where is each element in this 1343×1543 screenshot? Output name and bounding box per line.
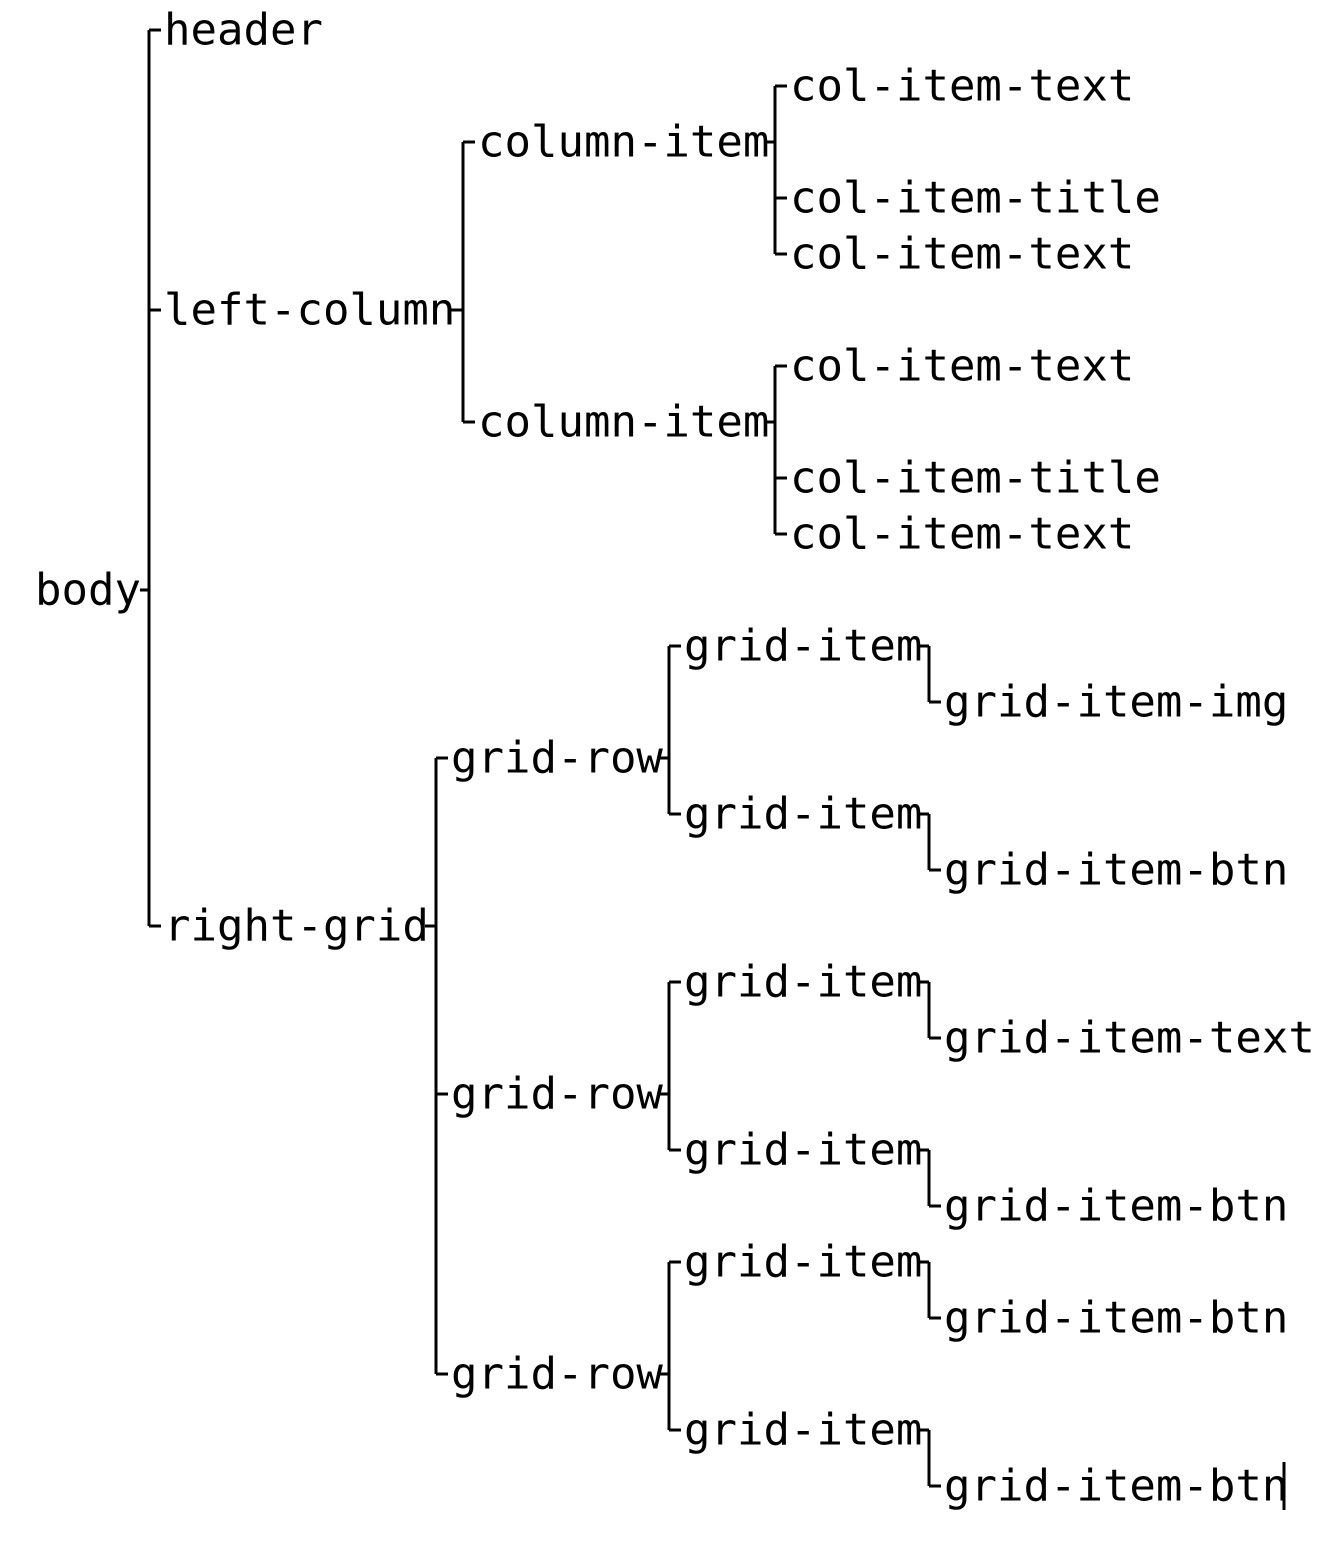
- tree-node-column-item: column-item: [478, 397, 769, 448]
- tree-node-col-item-title: col-item-title: [790, 173, 1161, 224]
- tree-node-grid-item: grid-item: [684, 957, 922, 1008]
- tree-node-grid-item: grid-item: [684, 789, 922, 840]
- tree-node-column-item: column-item: [478, 117, 769, 168]
- tree-nodes: body header left-column column-item col-item…: [35, 5, 1315, 1512]
- tree-node-grid-row: grid-row: [451, 733, 663, 784]
- tree-node-col-item-text: col-item-text: [790, 229, 1134, 280]
- tree-node-grid-row: grid-row: [451, 1349, 663, 1400]
- tree-node-grid-item-img: grid-item-img: [944, 677, 1288, 728]
- tree-node-grid-item-btn: grid-item-btn: [944, 1181, 1288, 1232]
- tree-node-grid-item: grid-item: [684, 1405, 922, 1456]
- tree-node-header: header: [164, 5, 323, 56]
- tree-node-grid-item: grid-item: [684, 1237, 922, 1288]
- tree-node-grid-item-text: grid-item-text: [944, 1013, 1315, 1064]
- tree-node-left-column: left-column: [164, 285, 455, 336]
- tree-node-grid-row: grid-row: [451, 1069, 663, 1120]
- tree-connectors: [140, 28, 1286, 1510]
- tree-node-grid-item-btn: grid-item-btn: [944, 845, 1288, 896]
- tree-node-col-item-text: col-item-text: [790, 509, 1134, 560]
- tree-node-right-grid: right-grid: [164, 901, 429, 952]
- tree-node-grid-item: grid-item: [684, 621, 922, 672]
- tree-node-body: body: [35, 565, 141, 616]
- tree-node-grid-item: grid-item: [684, 1125, 922, 1176]
- tree-node-col-item-title: col-item-title: [790, 453, 1161, 504]
- tree-node-col-item-text: col-item-text: [790, 341, 1134, 392]
- tree-node-grid-item-btn: grid-item-btn: [944, 1293, 1288, 1344]
- tree-node-col-item-text: col-item-text: [790, 61, 1134, 112]
- tree-node-grid-item-btn: grid-item-btn: [944, 1461, 1288, 1512]
